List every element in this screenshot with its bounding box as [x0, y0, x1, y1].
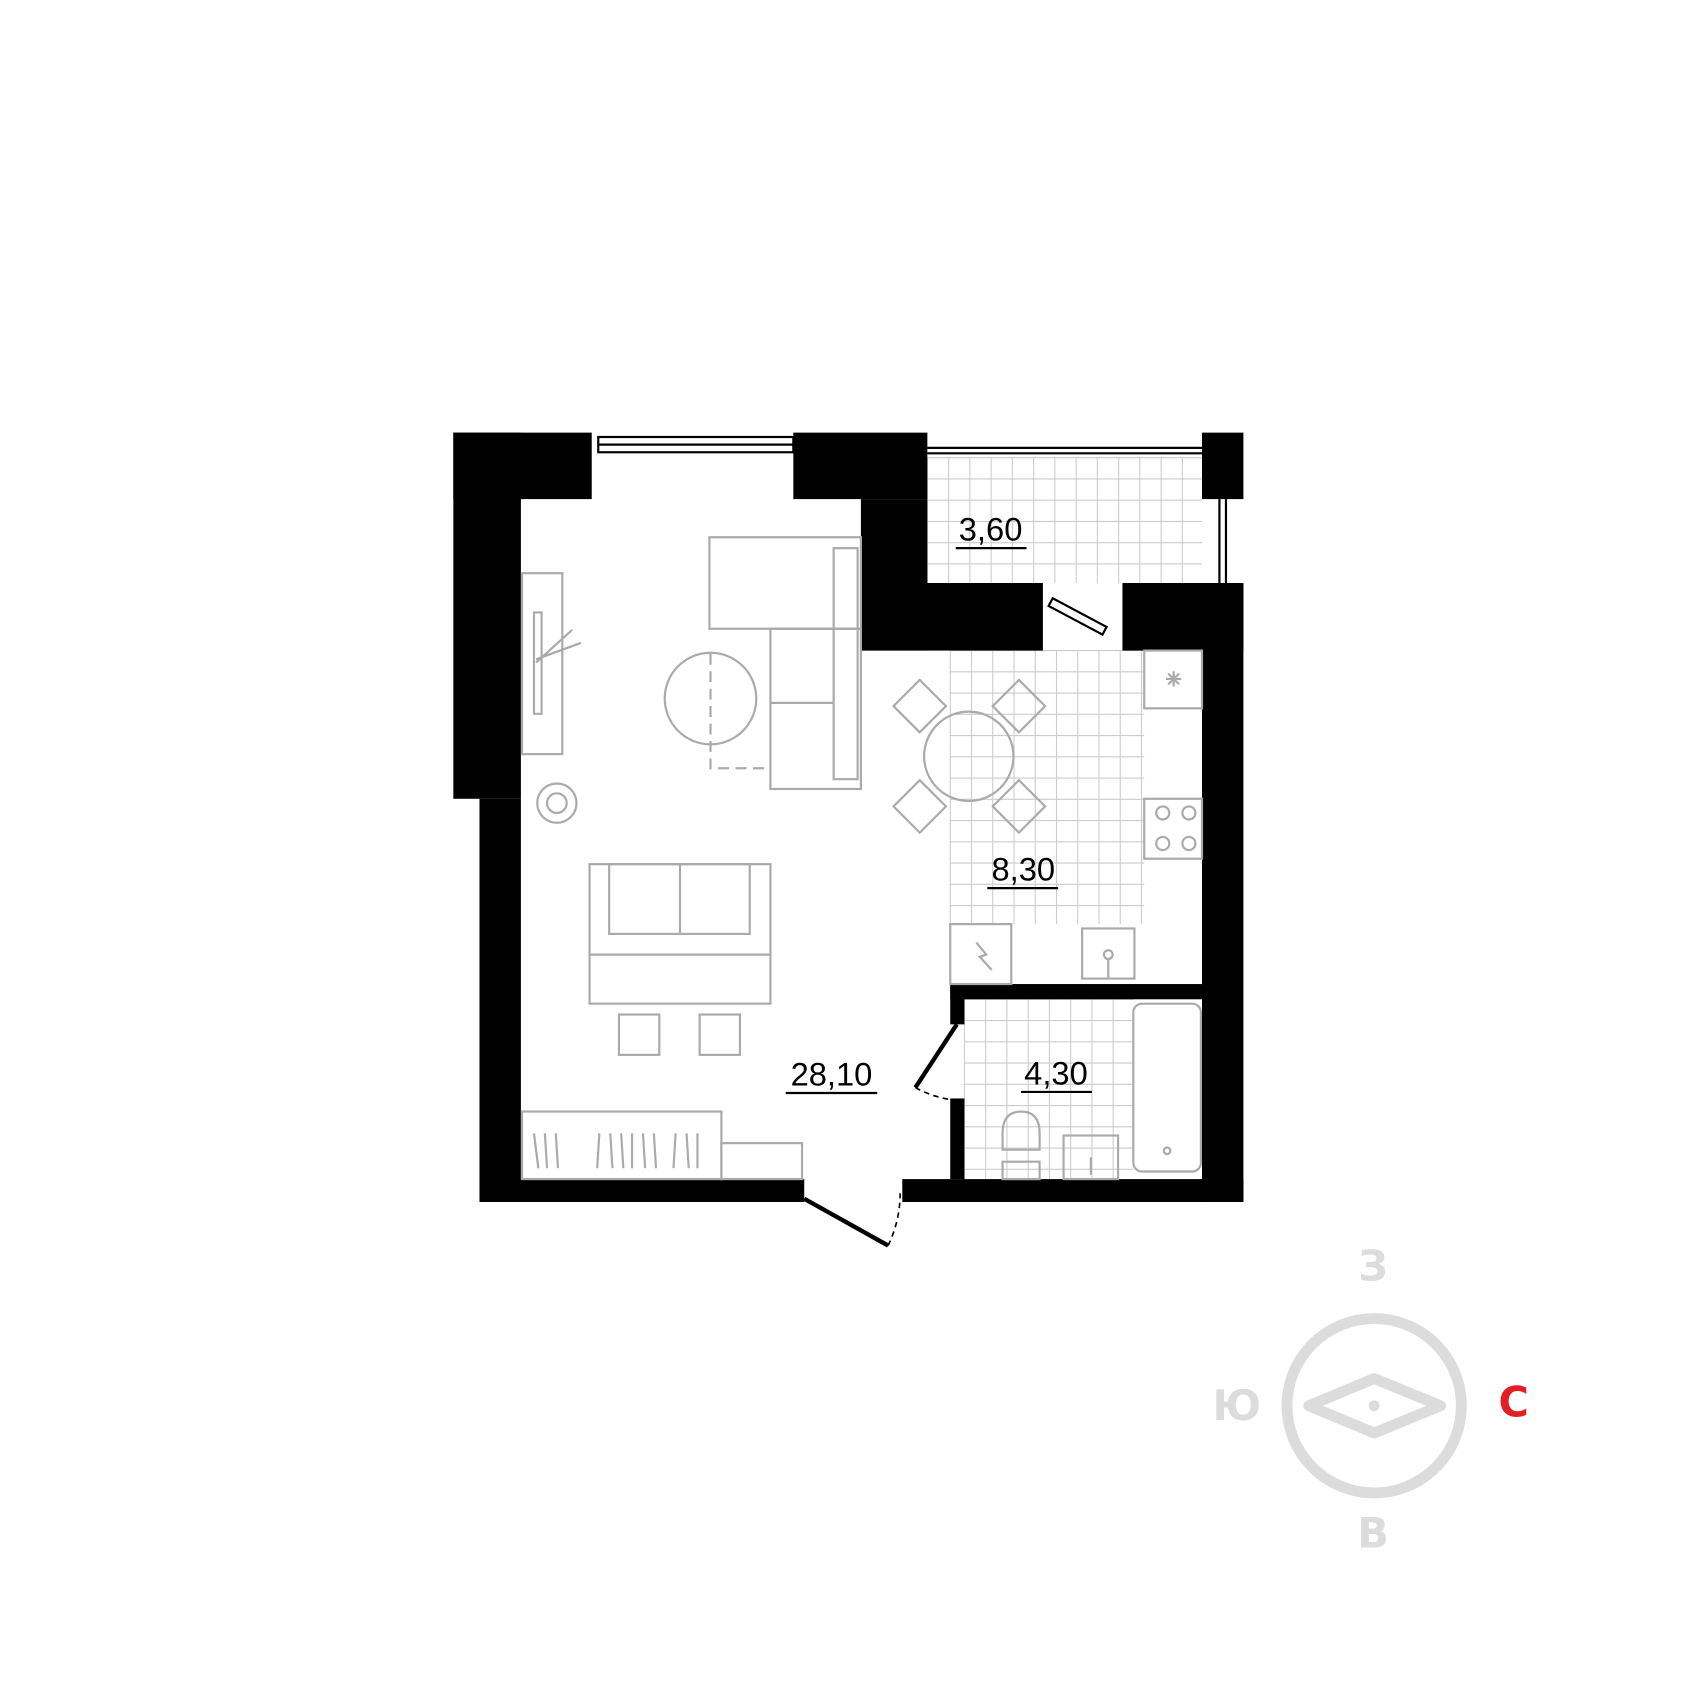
window — [597, 435, 1228, 584]
balcony-area-label: 3,60 — [955, 511, 1027, 550]
compass: З Ю С В — [1213, 1242, 1529, 1557]
balcony-area: 3,60 — [959, 511, 1023, 548]
living-room-area-label: 28,10 — [785, 1055, 878, 1095]
bathroom-area-label: 4,30 — [1021, 1054, 1092, 1094]
kitchen-tiles — [949, 650, 1145, 925]
kitchen-area-label: 8,30 — [987, 851, 1059, 890]
doors — [803, 596, 1109, 1248]
compass-needle-icon — [1303, 1373, 1447, 1439]
compass-south: Ю — [1213, 1382, 1262, 1430]
living-room-area: 28,10 — [791, 1055, 873, 1092]
walls — [453, 432, 1244, 1202]
kitchen-area: 8,30 — [991, 851, 1055, 888]
balcony-tiles — [926, 457, 1202, 584]
compass-west: З — [1358, 1242, 1387, 1290]
bathroom-area: 4,30 — [1024, 1054, 1088, 1091]
furniture — [520, 536, 1204, 1181]
compass-east: В — [1357, 1509, 1389, 1557]
compass-north: С — [1498, 1379, 1528, 1427]
compass-ring — [1281, 1313, 1467, 1499]
